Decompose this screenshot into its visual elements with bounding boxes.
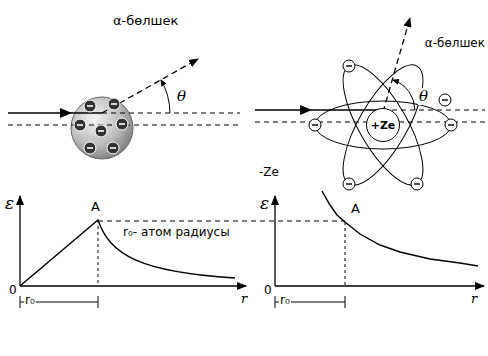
thomson-model	[8, 59, 240, 159]
origin-label: 0	[263, 284, 273, 298]
origin-label: 0	[8, 284, 18, 298]
point-label: A	[90, 200, 101, 215]
axis-label: r	[240, 292, 248, 307]
particle-label: α-бөлшек	[424, 37, 486, 51]
rutherford-model	[255, 18, 485, 196]
thomson-energy-graph	[20, 196, 246, 308]
level-line	[98, 221, 345, 222]
axis-label: ε	[259, 194, 270, 214]
dimension-label: r₀	[279, 294, 291, 308]
angle-label: θ	[176, 88, 187, 105]
note-label: r₀- атом радиусы	[122, 226, 231, 240]
charge-label: -Ze	[258, 166, 280, 180]
dimension-label: r₀	[24, 294, 36, 308]
particle-label: α-бөлшек	[112, 14, 179, 29]
charge-text: +Ze	[371, 119, 396, 132]
rutherford-energy-graph	[275, 191, 484, 308]
angle-label: θ	[418, 88, 429, 105]
axis-label: r	[470, 292, 478, 307]
nucleus-circle: +Ze	[366, 108, 400, 142]
axis-label: ε	[4, 194, 15, 214]
point-label: A	[350, 202, 361, 217]
